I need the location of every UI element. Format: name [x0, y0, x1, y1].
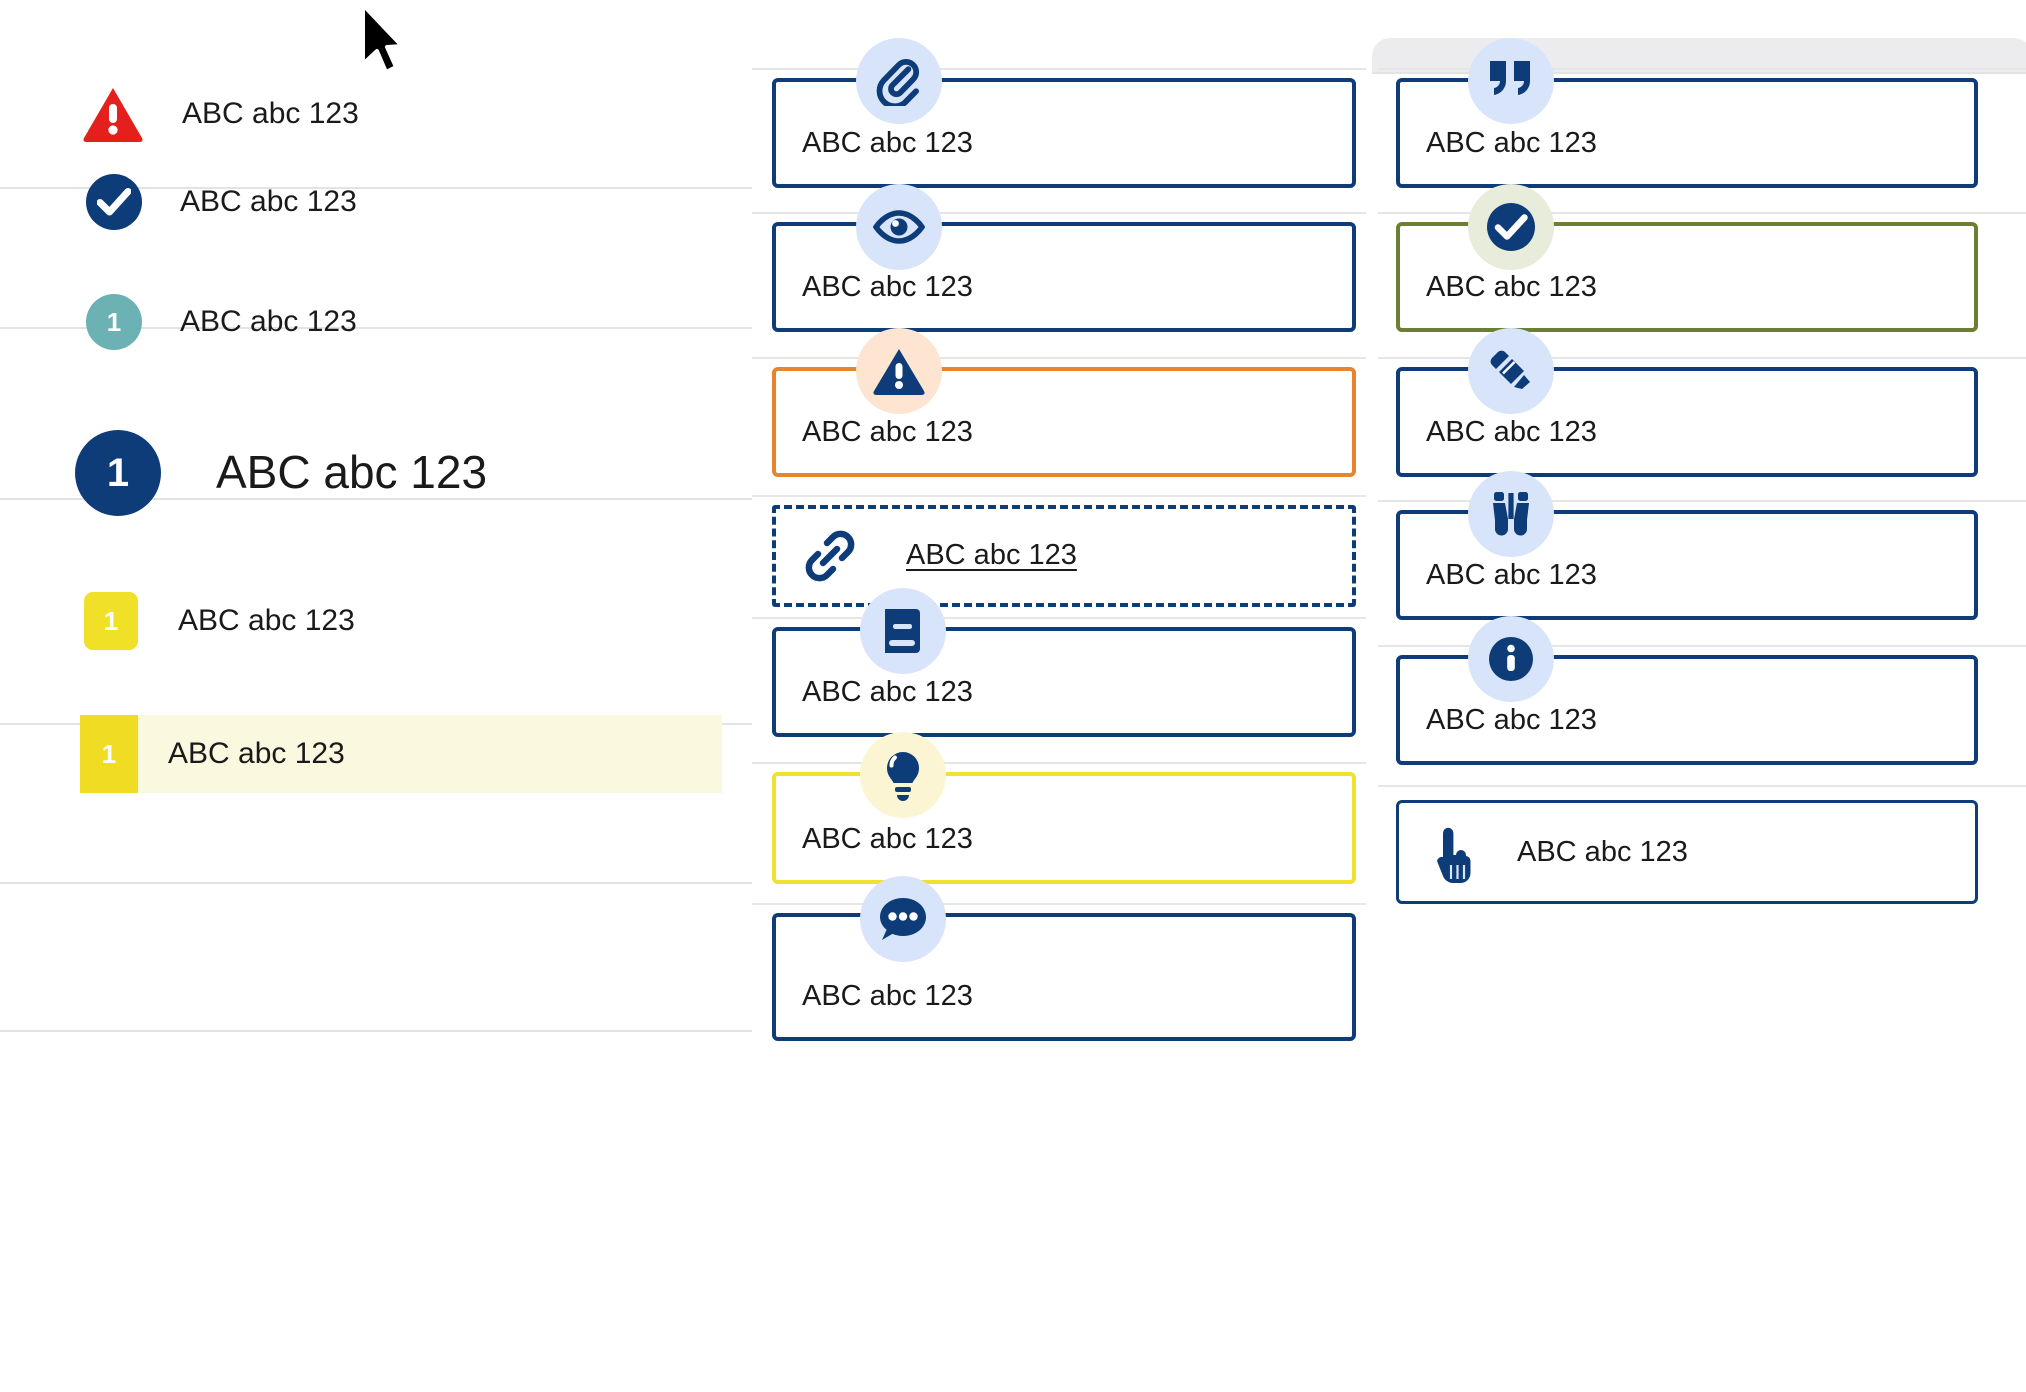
- list-item-label: ABC abc 123: [182, 97, 359, 130]
- list-item-label: ABC abc 123: [180, 305, 357, 338]
- card-label: ABC abc 123: [1426, 271, 1597, 303]
- number-badge-large: 1: [75, 430, 161, 516]
- badge-value: 1: [106, 307, 122, 337]
- card-label: ABC abc 123: [1426, 127, 1597, 159]
- list-separator: [0, 1030, 752, 1032]
- badge-value: 1: [103, 606, 119, 636]
- list-item-label: ABC abc 123: [216, 446, 488, 499]
- pointing-hand-icon: [1429, 825, 1477, 883]
- list-item-yellow-counter[interactable]: 1 ABC abc 123: [0, 592, 752, 650]
- card-label: ABC abc 123: [802, 823, 973, 855]
- card-label: ABC abc 123: [802, 676, 973, 708]
- eye-icon: [856, 184, 942, 270]
- card-comment[interactable]: ABC abc 123: [772, 913, 1356, 1041]
- card-separator: [1378, 357, 2026, 359]
- card-label: ABC abc 123: [802, 980, 973, 1012]
- card-label: ABC abc 123: [1517, 836, 1688, 868]
- list-item-success[interactable]: ABC abc 123: [0, 174, 752, 230]
- card-label: ABC abc 123: [802, 127, 973, 159]
- book-icon: [860, 588, 946, 674]
- card-label: ABC abc 123: [802, 271, 973, 303]
- paperclip-icon: [856, 38, 942, 124]
- quote-marks-icon: [1468, 38, 1554, 124]
- card-separator: [752, 903, 1366, 905]
- card-separator: [1378, 68, 2026, 70]
- card-separator: [752, 68, 1366, 70]
- card-documentation[interactable]: ABC abc 123: [772, 627, 1356, 737]
- card-preview[interactable]: ABC abc 123: [772, 222, 1356, 332]
- number-badge-square: 1: [84, 592, 138, 650]
- binoculars-icon: [1468, 471, 1554, 557]
- list-item-highlighted[interactable]: 1 ABC abc 123: [80, 715, 722, 793]
- list-item-label: ABC abc 123: [168, 737, 345, 770]
- badge-value: 1: [106, 451, 130, 495]
- warning-triangle-icon: [856, 328, 942, 414]
- card-label: ABC abc 123: [802, 416, 973, 448]
- card-separator: [1378, 645, 2026, 647]
- list-separator: [0, 498, 752, 500]
- number-badge-bar: 1: [80, 715, 138, 793]
- card-label: ABC abc 123: [1426, 704, 1597, 736]
- check-circle-icon: [86, 174, 142, 230]
- list-separator: [0, 882, 752, 884]
- list-item-danger[interactable]: ABC abc 123: [0, 82, 752, 146]
- list-separator: [0, 187, 752, 189]
- card-separator: [752, 617, 1366, 619]
- warning-triangle-icon: [82, 86, 144, 142]
- info-circle-icon: [1468, 616, 1554, 702]
- card-separator: [752, 762, 1366, 764]
- card-action[interactable]: ABC abc 123: [1396, 800, 1978, 904]
- list-item-label: ABC abc 123: [180, 185, 357, 218]
- card-separator: [1378, 785, 2026, 787]
- chain-link-icon: [802, 528, 858, 584]
- card-label: ABC abc 123: [1426, 559, 1597, 591]
- card-idea[interactable]: ABC abc 123: [772, 772, 1356, 884]
- check-circle-icon: [1468, 184, 1554, 270]
- badge-value: 1: [101, 739, 117, 769]
- number-badge: 1: [86, 294, 142, 350]
- pencil-icon: [1468, 328, 1554, 414]
- mouse-pointer-icon: [358, 2, 404, 76]
- card-separator: [752, 212, 1366, 214]
- list-item-teal-counter[interactable]: 1 ABC abc 123: [0, 294, 752, 350]
- card-separator: [752, 495, 1366, 497]
- left-list-column: ABC abc 123 ABC abc 123 1 ABC abc 123 1 …: [0, 0, 752, 1392]
- lightbulb-icon: [860, 732, 946, 818]
- card-separator: [752, 357, 1366, 359]
- card-link-label[interactable]: ABC abc 123: [906, 539, 1077, 571]
- list-item-primary-counter[interactable]: 1 ABC abc 123: [0, 430, 752, 516]
- list-separator: [0, 327, 752, 329]
- card-attachment[interactable]: ABC abc 123: [772, 78, 1356, 188]
- comment-dots-icon: [860, 876, 946, 962]
- list-item-label: ABC abc 123: [178, 604, 355, 637]
- card-link[interactable]: ABC abc 123: [772, 505, 1356, 607]
- card-separator: [1378, 500, 2026, 502]
- card-label: ABC abc 123: [1426, 416, 1597, 448]
- card-separator: [1378, 212, 2026, 214]
